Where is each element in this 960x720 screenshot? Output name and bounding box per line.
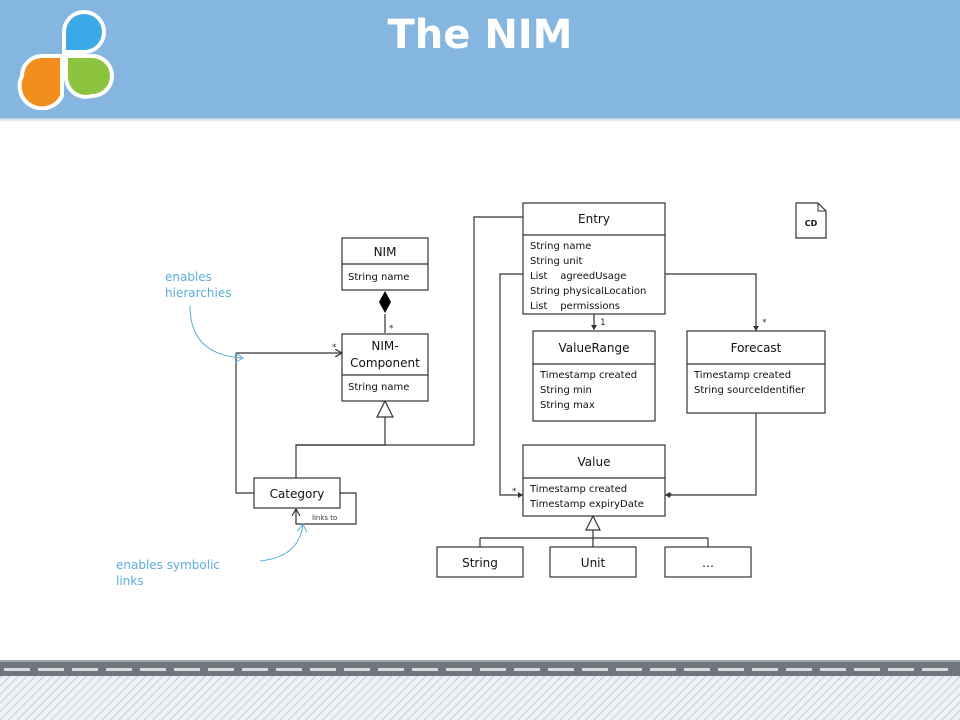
- class-entry[interactable]: [522, 202, 666, 315]
- entry-attribute: String unit: [530, 256, 582, 267]
- generalization-triangle-icon: [376, 399, 394, 418]
- class-nim[interactable]: [341, 237, 429, 291]
- class-nim-component-name-line1: NIM-: [371, 339, 398, 353]
- annotation-hierarchies-line2: hierarchies: [165, 286, 231, 300]
- class-more[interactable]: [664, 546, 752, 578]
- entry-value-line: [499, 273, 523, 498]
- value-attribute: Timestamp expiryDate: [529, 499, 644, 510]
- valuerange-attribute: String max: [540, 400, 595, 411]
- annotation-symbolic-arrow: [259, 524, 303, 562]
- multiplicity-entry-forecast: *: [762, 318, 767, 328]
- class-unit[interactable]: [549, 546, 637, 578]
- annotation-hierarchies-arrow: [189, 305, 243, 358]
- class-nim-component[interactable]: [341, 333, 429, 402]
- class-string-name: String: [462, 556, 498, 570]
- class-more-name: …: [702, 556, 714, 570]
- logo-leaf-green: [64, 54, 115, 99]
- entry-attribute: String name: [530, 241, 591, 252]
- composition-diamond-icon: [379, 291, 391, 313]
- class-category[interactable]: [253, 477, 341, 509]
- category-entry-line: [296, 216, 523, 446]
- multiplicity-entry-valuerange: 1: [600, 318, 606, 328]
- multiplicity-forecast-value: *: [668, 492, 673, 502]
- annotation-symbolic-line1: enables symbolic: [116, 558, 220, 572]
- page-title: The NIM: [387, 12, 573, 58]
- title-bar-shadow: [0, 118, 960, 122]
- class-category-name: Category: [270, 487, 325, 501]
- class-forecast[interactable]: [686, 330, 826, 414]
- entry-attribute: List permissions: [530, 301, 620, 312]
- logo-leaf-blue: [62, 10, 107, 54]
- logo-leaf-orange: [17, 54, 64, 110]
- class-nim-component-name-line2: Component: [350, 356, 420, 370]
- class-entry-name: Entry: [578, 212, 610, 226]
- forecast-value-line: [665, 413, 757, 498]
- annotation-symbolic-line2: links: [116, 574, 143, 588]
- value-attribute: Timestamp created: [529, 484, 627, 495]
- forecast-attribute: String sourceIdentifier: [694, 385, 806, 396]
- clover-logo-icon: [17, 10, 115, 110]
- nim-component-attribute: String name: [348, 382, 409, 393]
- cd-badge: CD: [795, 202, 827, 239]
- document-icon: [795, 202, 827, 239]
- class-value-name: Value: [578, 455, 611, 469]
- class-valuerange-name: ValueRange: [559, 341, 630, 355]
- class-unit-name: Unit: [581, 556, 606, 570]
- annotation-hierarchies-line1: enables: [165, 270, 212, 284]
- multiplicity-nim-component: *: [389, 324, 394, 334]
- title-bar: [0, 0, 960, 118]
- cd-badge-label: CD: [805, 219, 818, 228]
- class-value[interactable]: [522, 444, 666, 517]
- generalization-category-line: [295, 417, 386, 478]
- class-valuerange[interactable]: [532, 330, 656, 422]
- bottom-decoration: [0, 660, 960, 720]
- nim-attribute: String name: [348, 272, 409, 283]
- entry-forecast-line: [665, 273, 759, 331]
- document-fold-icon: [817, 203, 826, 212]
- multiplicity-category-component: *: [332, 343, 337, 353]
- value-generalization-triangle-icon: [585, 514, 601, 531]
- links-to-label: links to: [312, 514, 337, 522]
- class-string[interactable]: [436, 546, 524, 578]
- valuerange-attribute: String min: [540, 385, 592, 396]
- entry-attribute: List agreedUsage: [530, 271, 626, 282]
- multiplicity-entry-value: *: [512, 487, 517, 497]
- hierarchy-association-line: [235, 353, 342, 494]
- class-forecast-name: Forecast: [731, 341, 782, 355]
- valuerange-attribute: Timestamp created: [539, 370, 637, 381]
- class-nim-name: NIM: [374, 245, 397, 259]
- links-to-loop: [296, 492, 357, 525]
- connectors: [235, 216, 759, 547]
- forecast-attribute: Timestamp created: [693, 370, 791, 381]
- entry-attribute: String physicalLocation: [530, 286, 646, 297]
